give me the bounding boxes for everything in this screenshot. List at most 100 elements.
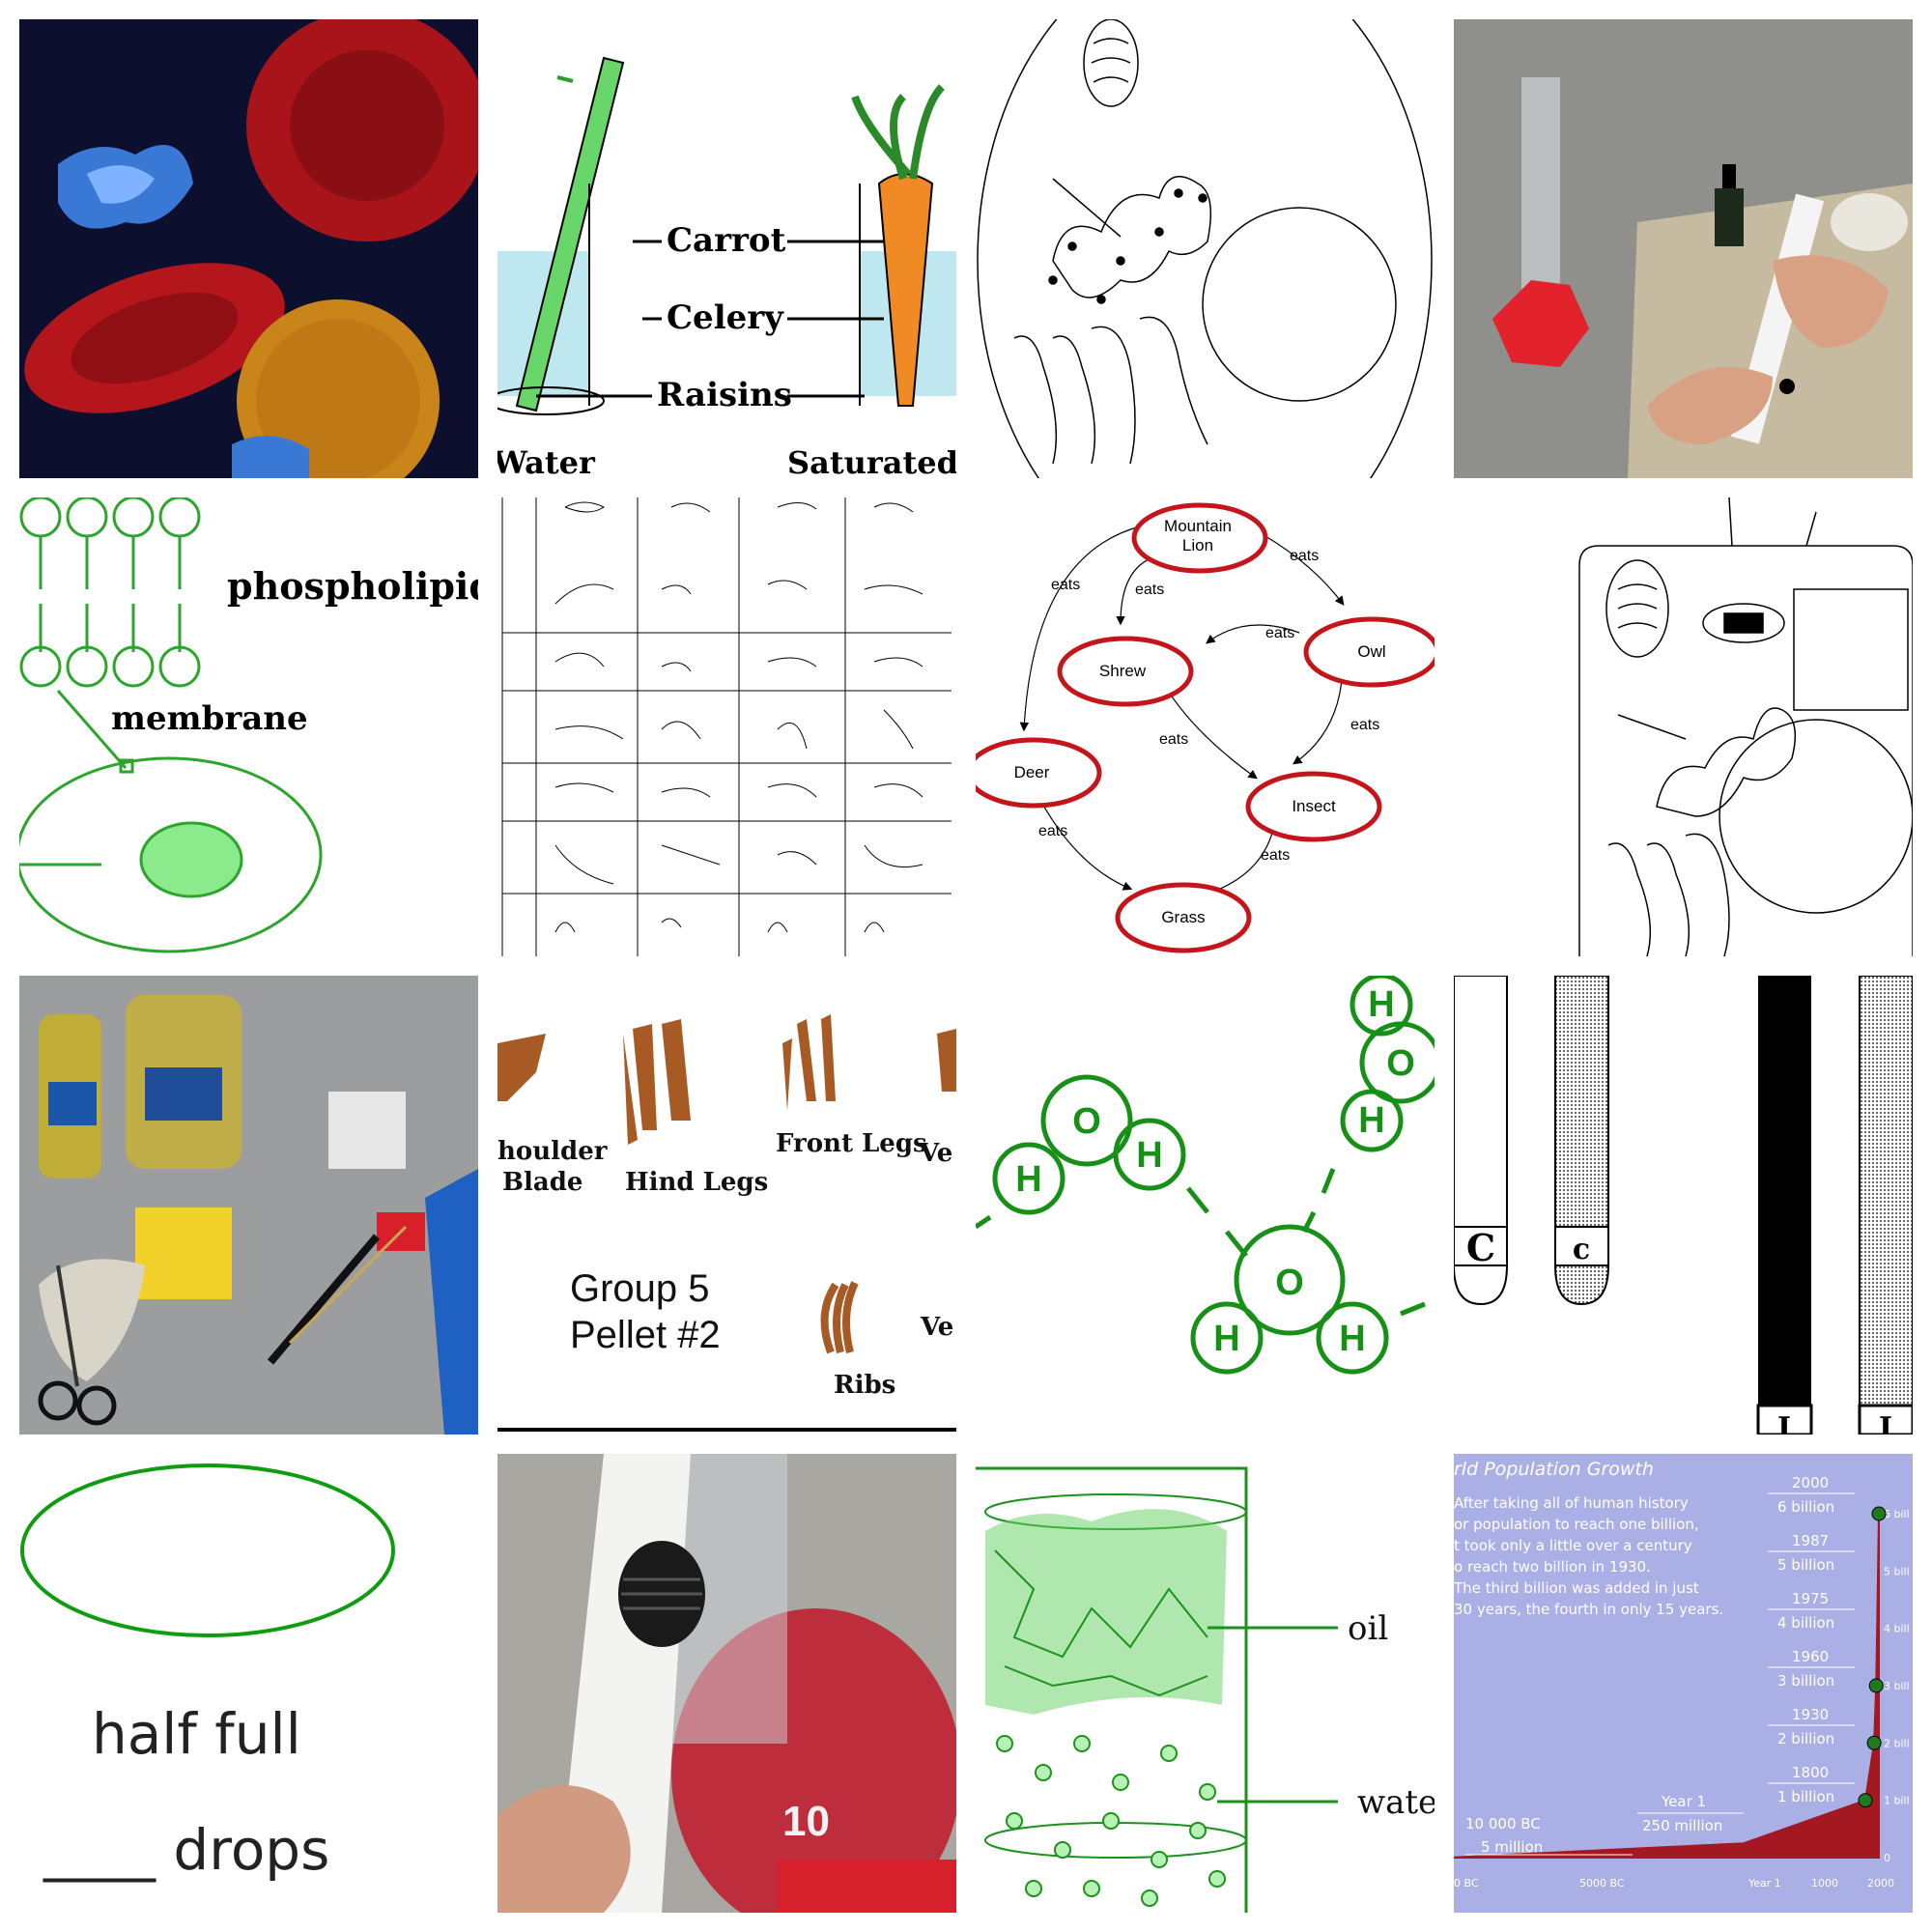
allele-l1-label: I [1777,1411,1791,1435]
y-tick-label: 3 bill [1884,1680,1910,1692]
atom-h: H [1339,1319,1365,1359]
phospholipid-label: phospholipid [227,564,478,608]
y-tick-label: 1 bill [1884,1795,1910,1807]
y-tick-label: 0 [1884,1852,1890,1864]
intro-text: After taking all of human history or popu… [1454,1494,1723,1618]
atom-h: H [1358,1100,1384,1141]
y-tick-label: 2 bill [1884,1737,1910,1749]
x-tick-label: 2000 [1867,1877,1894,1889]
eats-label: eats [1350,717,1379,733]
milestone-value: 3 billion [1777,1672,1834,1690]
x-tick-label: Year 1 [1747,1877,1781,1889]
x-tick-label: 1000 [1811,1877,1838,1889]
oil-label: oil [1348,1609,1388,1648]
node-owl: Owl [1357,642,1385,661]
raisins-label: Raisins [657,376,792,414]
water-label: Water [497,444,596,478]
chromatography-photo [1454,19,1913,478]
left-box-year: 10 000 BC [1465,1815,1541,1833]
membrane-label: membrane [111,699,308,738]
ribs-label: Ribs [834,1371,895,1400]
intro-text-line: After taking all of human history [1454,1494,1689,1512]
cell-outline-diagram [976,19,1435,478]
population-growth-chart: rld Population Growth After taking all o… [1454,1454,1913,1913]
eats-label: eats [1135,582,1164,598]
population-points [1858,1506,1887,1808]
saturated-label: Saturated S [787,444,956,478]
x-tick-label: 5000 BC [1579,1877,1625,1889]
milestone-year: 1987 [1792,1532,1829,1549]
milestone-labels: 2000 6 billion 1987 5 billion 1975 4 billion 1… [1768,1474,1855,1805]
water-molecules-diagram: O H H O H H H O H [976,976,1435,1435]
water-label: wate [1357,1783,1435,1822]
node-insect: Insect [1292,797,1336,815]
intro-text-line: 30 years, the fourth in only 15 years. [1454,1601,1723,1618]
milestone-year: 1930 [1792,1706,1829,1723]
milestone-year: 2000 [1792,1474,1829,1492]
atom-h: H [1136,1135,1162,1176]
left-box-value: 5 million [1481,1838,1543,1856]
atom-h: H [1213,1319,1239,1359]
atom-h: H [1015,1159,1041,1200]
half-full-drops-diagram: half full ____ drops [19,1454,478,1913]
blood-cells-photo [19,19,478,478]
milestone-value: 2 billion [1777,1730,1834,1747]
x-tick-label: 0 BC [1454,1877,1479,1889]
milestone-value: 1 billion [1777,1788,1834,1805]
mid-box-year: Year 1 [1661,1793,1706,1810]
shoulder-label-2: Blade [502,1168,582,1197]
y-tick-label: 4 bill [1884,1623,1910,1635]
milestone-year: 1975 [1792,1590,1829,1607]
celery-label: Celery [667,298,784,337]
intro-text-line: o reach two billion in 1930. [1454,1558,1651,1576]
phospholipid-membrane-diagram: phospholipid membrane [19,497,478,956]
node-shrew: Shrew [1099,662,1147,680]
milestone-year: 1960 [1792,1648,1829,1665]
atom-h: H [1368,984,1394,1025]
half-full-label: half full [92,1701,301,1767]
allele-upper-label: C [1466,1226,1495,1269]
data-point [1871,1506,1887,1521]
allele-l2-label: I [1879,1411,1892,1435]
atom-o: O [1275,1263,1304,1303]
data-point [1858,1793,1873,1808]
intro-text-line: t took only a little over a century [1454,1537,1692,1554]
lab-supplies-photo [19,976,478,1435]
eats-label: eats [1290,548,1319,564]
node-deer: Deer [1014,763,1050,781]
milestone-value: 6 billion [1777,1498,1834,1516]
food-web-diagram: eats eats eats eats eats eats eats eats … [976,497,1435,956]
chart-title: rld Population Growth [1454,1459,1654,1480]
eats-label: eats [1038,823,1067,839]
vertebrae-label-2: Ve [920,1313,953,1342]
milestone-value: 5 billion [1777,1556,1834,1574]
osmosis-diagram: Carrot Celery Raisins Water Saturated S [497,19,956,478]
bone-chart-grid [497,497,956,956]
eats-label: eats [1051,577,1080,593]
mid-box-value: 250 million [1642,1817,1722,1834]
milestone-year: 1800 [1792,1764,1829,1781]
allele-chromosomes-diagram: C c I I [1454,976,1913,1435]
data-point [1868,1678,1884,1693]
eats-label: eats [1159,731,1188,748]
flask-number-label: 10 [782,1798,830,1845]
eats-label: eats [1265,625,1294,641]
node-mountain-lion-1: Mountain [1164,517,1232,535]
intro-text-line: or population to reach one billion, [1454,1516,1699,1533]
node-mountain-lion-2: Lion [1182,536,1213,554]
vertebrae-label: Ve [919,1139,952,1168]
drops-label: ____ drops [43,1817,329,1883]
owl-pellet-bones: houlder Blade Hind Legs Front Legs Ve Ri… [497,976,956,1435]
carrot-label: Carrot [667,221,786,260]
atom-o: O [1386,1043,1415,1084]
flask-chromatography-photo: 10 [497,1454,956,1913]
node-grass: Grass [1161,908,1205,926]
pellet-label: Pellet #2 [570,1314,721,1356]
intro-text-line: The third billion was added in just [1454,1579,1699,1597]
milestone-value: 4 billion [1777,1614,1834,1632]
allele-lower-label: c [1573,1233,1590,1266]
data-point [1866,1735,1882,1750]
atom-o: O [1072,1101,1101,1142]
x-tick-labels: 0 BC 5000 BC Year 1 1000 2000 [1454,1877,1894,1889]
shoulder-label-1: houlder [497,1137,608,1166]
